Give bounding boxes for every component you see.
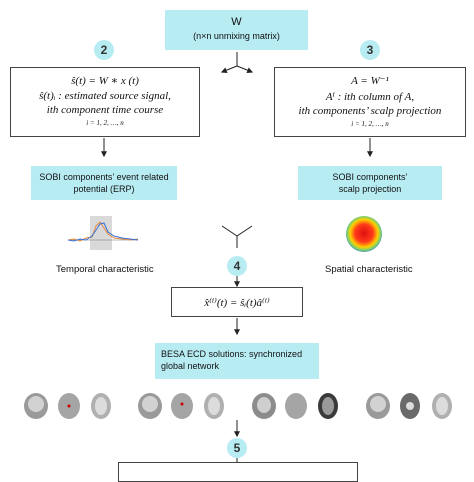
brain-group-1 xyxy=(24,393,111,419)
unmixing-matrix-subtitle: (n×n unmixing matrix) xyxy=(193,31,280,41)
step-5-badge: 5 xyxy=(227,438,247,458)
spatial-characteristic-label: Spatial characteristic xyxy=(325,264,413,275)
erp-waveform-thumbnail xyxy=(67,216,139,250)
scalp-line-1: SOBI components’ xyxy=(332,172,408,182)
besa-line-1: BESA ECD solutions: synchronized xyxy=(161,349,303,359)
erp-box: SOBI components’ event related potential… xyxy=(31,166,177,200)
scalp-projection-index: i = 1, 2, …, n xyxy=(351,120,389,128)
erp-orange-trace xyxy=(67,221,139,242)
temporal-characteristic-label: Temporal characteristic xyxy=(56,264,154,275)
source-signal-definition: ŝ(t)ᵢ : estimated source signal, xyxy=(39,90,171,102)
reconstruction-formula: x̂⁽ⁱ⁾(t) = ŝᵢ(t)â⁽ⁱ⁾ xyxy=(204,297,270,309)
bottom-cropped-box xyxy=(118,462,358,482)
source-signal-formula-box: ŝ(t) = W ∗ x (t) ŝ(t)ᵢ : estimated sourc… xyxy=(10,67,200,137)
step-2-badge: 2 xyxy=(94,40,114,60)
source-signal-description: ith component time course xyxy=(46,104,164,116)
brain-group-3 xyxy=(252,393,338,419)
brain-coronal-3 xyxy=(285,393,307,419)
unmixing-matrix-title: W xyxy=(231,16,242,28)
brain-coronal-2 xyxy=(171,393,193,419)
erp-blue-trace xyxy=(67,222,139,242)
reconstruction-formula-box: x̂⁽ⁱ⁾(t) = ŝᵢ(t)â⁽ⁱ⁾ xyxy=(171,287,303,317)
mixing-matrix-equation: A = W⁻¹ xyxy=(351,75,389,87)
step-4-badge: 4 xyxy=(227,256,247,276)
scalp-projection-box: SOBI components’ scalp projection xyxy=(298,166,442,200)
scalp-line-2: scalp projection xyxy=(338,184,402,194)
erp-line-2: potential (ERP) xyxy=(73,184,135,194)
erp-line-1: SOBI components’ event related xyxy=(39,172,169,182)
mixing-column-definition: Aⁱ : ith column of A, xyxy=(325,91,415,103)
brain-group-2 xyxy=(138,393,224,419)
step-3-badge: 3 xyxy=(360,40,380,60)
besa-line-2: global network xyxy=(161,361,220,371)
source-signal-equation: ŝ(t) = W ∗ x (t) xyxy=(71,75,139,87)
unmixing-matrix-box: W (n×n unmixing matrix) xyxy=(165,10,308,50)
brain-mri-row xyxy=(24,393,452,419)
brain-group-4 xyxy=(366,393,452,419)
scalp-projection-formula-box: A = W⁻¹ Aⁱ : ith column of A, ith compon… xyxy=(274,67,466,137)
besa-ecd-box: BESA ECD solutions: synchronized global … xyxy=(155,343,319,379)
scalp-projection-description: ith components’ scalp projection xyxy=(298,105,442,117)
scalp-map-thumbnail xyxy=(346,216,382,252)
erp-highlight-window xyxy=(90,216,112,250)
scalp-map-disc xyxy=(346,216,382,252)
source-signal-index: i = 1, 2, …, n xyxy=(86,119,124,127)
